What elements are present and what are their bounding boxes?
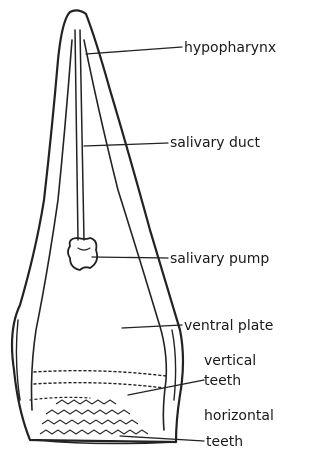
vertical-teeth-row-3 <box>30 397 90 400</box>
salivary-pump-inner <box>78 248 90 250</box>
vertical-teeth-row-1 <box>34 371 166 376</box>
right-lateral-ridge <box>172 330 176 400</box>
leader-salivary-pump <box>92 257 168 258</box>
leader-ventral-plate <box>122 325 182 328</box>
horizontal-teeth-cluster <box>40 400 148 434</box>
label-salivary-pump: salivary pump <box>170 251 269 267</box>
label-horizontal-line1: horizontal <box>204 408 274 424</box>
label-vertical-line2: teeth <box>204 373 241 389</box>
vertical-teeth-row-2 <box>34 383 164 388</box>
leader-horizontal-teeth <box>120 436 204 441</box>
leader-hypopharynx <box>86 47 182 54</box>
label-vertical-line1: vertical <box>204 353 256 369</box>
label-ventral-plate: ventral plate <box>184 318 273 334</box>
label-hypopharynx: hypopharynx <box>184 40 276 56</box>
label-salivary-duct: salivary duct <box>170 135 260 151</box>
salivary-duct <box>75 30 84 240</box>
label-horizontal-line2: teeth <box>206 434 243 450</box>
hypopharynx-outline <box>12 10 183 442</box>
inner-left-edge <box>32 40 73 410</box>
salivary-pump <box>68 238 97 270</box>
